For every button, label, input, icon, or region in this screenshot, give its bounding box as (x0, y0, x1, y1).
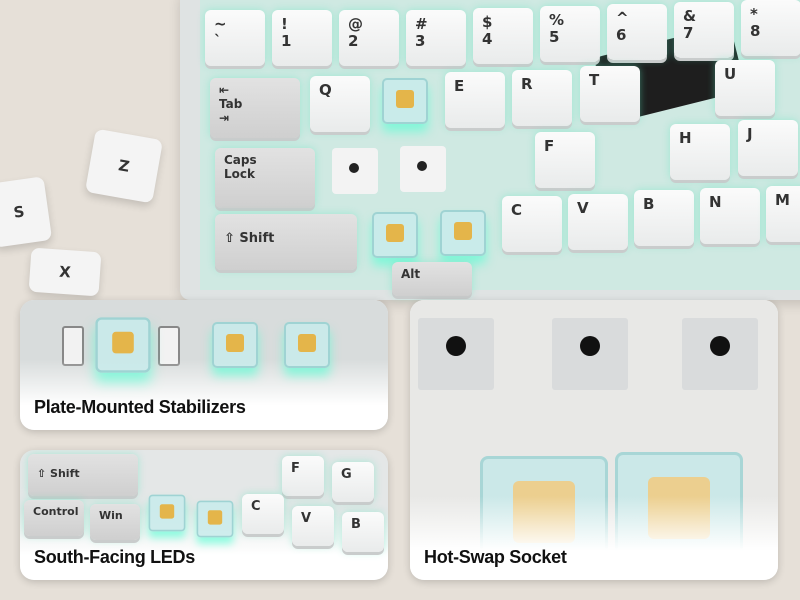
label-fade (20, 358, 388, 430)
keycap: M (766, 186, 800, 242)
keycap: C (242, 494, 284, 534)
keycap: ! 1 (272, 10, 332, 66)
switch (212, 322, 258, 368)
keycap: U (715, 60, 775, 116)
keycap: ^ 6 (607, 4, 667, 60)
keycap: ⇧ Shift (28, 454, 138, 496)
keycap: ~ ` (205, 10, 265, 66)
keycap: Win (90, 504, 140, 540)
keycap: C (502, 196, 562, 252)
keycap: @ 2 (339, 10, 399, 66)
feature-panel-leds: ⇧ Shift Control Win F G C V B South-Faci… (20, 450, 388, 580)
keycap: % 5 (540, 6, 600, 62)
socket-hole (418, 318, 494, 390)
keycap: B (634, 190, 694, 246)
keycap: T (580, 66, 640, 122)
hot-swap-socket (332, 148, 378, 194)
keycap: Control (24, 500, 84, 536)
keycap: F (535, 132, 595, 188)
loose-keycap: S (0, 176, 53, 248)
keycap: Q (310, 76, 370, 132)
feature-panel-hot-swap: Hot-Swap Socket (410, 300, 778, 580)
switch (95, 317, 151, 373)
keycap-tab: ⇤ Tab ⇥ (210, 78, 300, 138)
feature-label: Plate-Mounted Stabilizers (34, 397, 246, 417)
feature-label: Hot-Swap Socket (424, 547, 567, 567)
keycap: J (738, 120, 798, 176)
socket-hole (682, 318, 758, 390)
switch (148, 494, 186, 532)
switch (284, 322, 330, 368)
keycap: G (332, 462, 374, 502)
feature-label: South-Facing LEDs (34, 547, 195, 567)
loose-keycap: X (28, 247, 102, 297)
keycap: F (282, 456, 324, 496)
label-fade (410, 496, 778, 580)
keycap: V (292, 506, 334, 546)
keycap-alt: Alt (392, 262, 472, 296)
keycap: R (512, 70, 572, 126)
keycap: B (342, 512, 384, 552)
socket-hole (552, 318, 628, 390)
keycap-caps-lock: Caps Lock (215, 148, 315, 208)
switch (440, 210, 486, 256)
feature-panel-stabilizers: Plate-Mounted Stabilizers (20, 300, 388, 430)
switch (382, 78, 428, 124)
keycap: $ 4 (473, 8, 533, 64)
hot-swap-socket (400, 146, 446, 192)
loose-keycap: Z (84, 128, 164, 204)
leds-photo: ⇧ Shift Control Win F G C V B (20, 450, 388, 580)
keycap: * 8 (741, 0, 800, 56)
keycap: & 7 (674, 2, 734, 58)
keycap: H (670, 124, 730, 180)
keycap: N (700, 188, 760, 244)
keycap: E (445, 72, 505, 128)
switch (196, 500, 234, 538)
keycap-shift: ⇧ Shift (215, 214, 357, 270)
keycap: # 3 (406, 10, 466, 66)
switch (372, 212, 418, 258)
keycap: V (568, 194, 628, 250)
